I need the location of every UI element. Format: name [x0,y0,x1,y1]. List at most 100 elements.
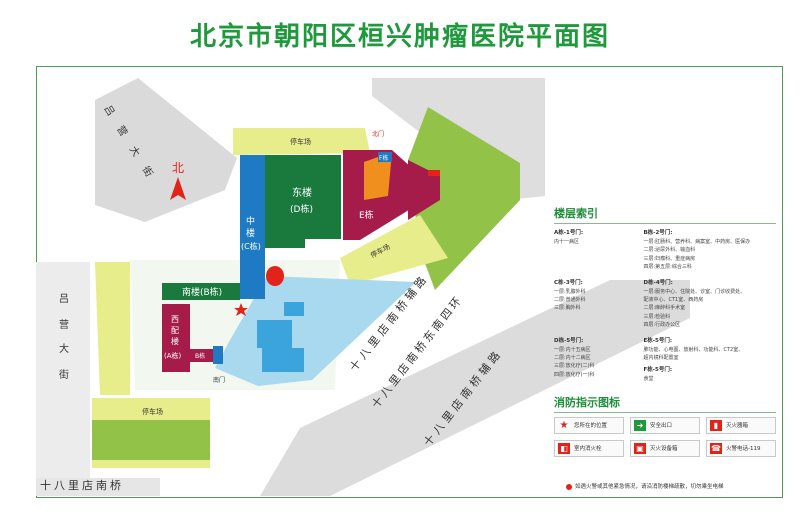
floor-block-line: 四层:放化疗(一)科 [554,371,595,378]
floor-block-b2: B栋-2号门: 一层:肛肠科、营养科、病案室、中药房、医保办 二层:泌尿外科、输… [643,228,776,272]
building-a [162,304,190,372]
north-gate-label: 北门 [372,130,384,138]
building-b-small [190,349,220,362]
fire-item-label: 室内消火栓 [574,446,602,453]
floor-block-line: 三层:妇瘤科、重症病房 [643,255,696,262]
fire-item-location: ★ 您所在的位置 [554,416,624,434]
building-c-label-2: 楼 [246,227,255,239]
floor-block-d4: D栋-4号门: 一层:服务中心、住院处、诊室、门诊收费处、 配液中心、CT1室、… [643,278,776,330]
plaza-block-3 [284,302,304,316]
building-c-label-1: 中 [246,215,255,227]
star-icon: ★ [559,419,569,431]
road-label-lvying-left-2: 营 [59,318,69,331]
floor-block-head: B栋-2号门: [643,230,673,236]
road-bottom-left [36,478,160,496]
building-a-label-2: 配 [171,326,179,335]
parking-right [340,215,448,285]
floor-block-line: 二层:内十二病区 [554,355,591,362]
fire-item-label: 灭火设备箱 [650,446,678,453]
building-f [364,152,392,200]
page-title: 北京市朝阳区桓兴肿瘤医院平面图 [189,22,610,52]
building-b-small-label: B栋 [195,352,205,360]
floor-block-line: 内十一病区 [554,239,580,245]
floor-index-grid: A栋-1号门: 内十一病区 B栋-2号门: 一层:肛肠科、营养科、病案室、中药房… [554,228,776,384]
phone-icon: ☎ [710,442,722,454]
warning-icon [566,483,572,490]
floor-block-line: 配液中心、CT1室、西药房 [643,297,704,304]
floor-block-line: 三层:检验科 [643,313,671,320]
fire-item-label: 安全出口 [650,423,673,430]
floor-block-line: 一层:内十五病区 [554,346,591,353]
road-label-lvying-left-1: 吕 [59,293,69,305]
road-diagonal [260,280,690,496]
road-label-lvying-left-4: 街 [59,368,69,381]
escape-route-icon: ▮ [710,419,722,431]
building-d-label-2: (D栋) [290,203,313,215]
floor-block-line: 三层:放化疗(二)科 [554,363,595,370]
building-c-label-3: (C栋) [241,241,261,251]
building-c [240,155,265,299]
floor-block-line: 食堂 [643,376,654,383]
building-a-label-3: 楼 [171,336,179,346]
road-area-left [36,262,90,480]
fire-icons-grid: ★ 您所在的位置 ➜ 安全出口 ▮ 灭火器箱 ◧ 室内消火栓 ▣ 灭火设备箱 ☎… [554,416,776,457]
floor-block-line: 一层:服务中心、住院处、诊室、门诊收费处、 [643,288,746,295]
legend-note-text: 如遇火警或其他紧急情况，请沿消防楼梯疏散，切勿乘坐电梯 [575,484,724,490]
utility-box [213,346,223,364]
road-lvying-top [95,78,237,222]
exit-icon: ➜ [634,419,646,431]
hydrant-icon: ◧ [558,442,570,454]
parking-top-label: 停车场 [290,137,311,146]
floor-block-line: 二层:麻醉科手术室 [643,305,686,312]
fire-item-phone: ☎ 火警电话-119 [706,439,776,457]
building-b-label: 南楼(B栋) [182,286,222,298]
floor-block-line: 一层:乳腺外科 [554,288,586,295]
fire-item-label: 您所在的位置 [574,423,608,430]
fire-item-extinguisher-box: ▮ 灭火器箱 [706,416,776,434]
road-label-lvying-left-3: 大 [59,342,69,355]
fire-item-hydrant: ◧ 室内消火栓 [554,439,624,457]
floor-block-line: 二层:普通外科 [554,297,586,304]
fire-icons-divider [554,411,776,413]
floor-block-line: 二层:泌尿外科、输血科 [643,247,696,254]
floor-block-head: E栋-5号门: [643,337,673,344]
fire-item-label: 灭火器箱 [726,423,749,430]
parking-top [233,128,370,155]
lawn-bottom [92,420,210,460]
floor-block-head: A栋-1号门: [554,230,584,236]
building-e-label: E栋 [359,209,374,221]
building-d [265,155,341,239]
legend-note: 如遇火警或其他紧急情况，请沿消防楼梯疏散，切勿乘坐电梯 [566,482,724,490]
floor-block-line: 超内镜科配置室 [643,355,679,362]
floor-block-line: 三层:胸外科 [554,305,581,312]
fire-assembly-point [266,266,284,286]
floor-block-a1: A栋-1号门: 内十一病区 [554,228,639,272]
floor-block-line: 肺功能、心电图、放射科、功能科、CT2室、 [643,346,744,353]
building-b [162,283,240,300]
building-f-label: F栋 [379,154,388,162]
parking-bottom-label: 停车场 [142,407,163,416]
red-marker-box [428,170,440,176]
fire-equipment-icon: ▣ [634,442,646,454]
fire-item-exit: ➜ 安全出口 [630,416,700,434]
fire-icons-title: 消防指示图标 [554,395,620,409]
floor-block-c3: C栋-3号门: 一层:乳腺外科 二层:普通外科 三层:胸外科 [554,278,639,330]
building-f-label-box [378,152,392,162]
road-label-nanqiao: 十八里店南桥 [40,478,124,492]
floor-block-head: F栋-5号门: [643,367,673,374]
you-are-here-star [234,303,248,316]
legend-panel: 楼层索引 A栋-1号门: 内十一病区 B栋-2号门: 一层:肛肠科、营养科、病案… [554,205,776,493]
floor-block-head: D栋-5号门: [554,337,584,344]
floor-block-line: 四层:行政办公区 [643,322,681,329]
lawn-left-strip [95,262,130,395]
floor-block-line: 四层:第五层:综合三科 [643,264,692,271]
building-d-foot [265,238,305,248]
plaza-block-2 [262,348,304,372]
south-gate-label: 南门 [213,376,225,384]
floor-block-e5-f5: E栋-5号门: 肺功能、心电图、放射科、功能科、CT2室、 超内镜科配置室 F栋… [643,336,776,384]
compass-icon [170,177,186,200]
building-a-label-4: (A栋) [164,351,182,360]
plaza-block-1 [257,320,292,348]
building-a-label-1: 西 [171,315,179,324]
